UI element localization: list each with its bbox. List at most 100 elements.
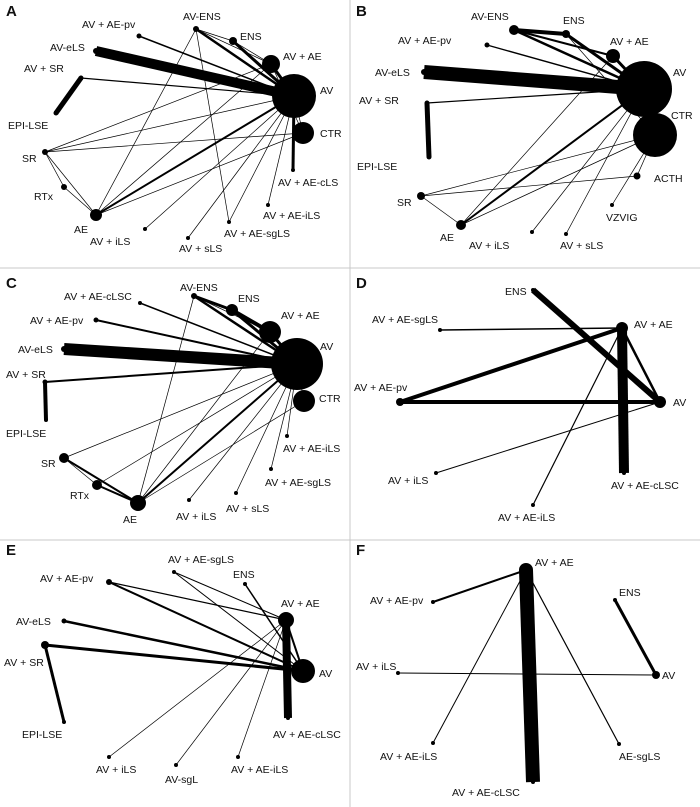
edge-ae-to-avplusae xyxy=(460,55,614,226)
node-rtx xyxy=(61,184,67,190)
node-avplusae-clsc xyxy=(622,471,626,475)
node-label-avplusae: AV + AE xyxy=(535,557,574,569)
node-rtx xyxy=(92,480,102,490)
node-label-av: AV xyxy=(673,67,686,79)
edge-ens-to-av xyxy=(244,583,304,672)
node-label-avplussls: AV + sLS xyxy=(560,240,603,252)
edge-avplusae-to-avplusae-ils xyxy=(432,569,527,744)
node-label-avplusils: AV + iLS xyxy=(176,511,216,523)
node-label-avplusils: AV + iLS xyxy=(469,240,509,252)
node-avplussls xyxy=(564,232,568,236)
edge-av-to-ae xyxy=(137,363,298,504)
node-label-ctr: CTR xyxy=(320,128,342,140)
edge-av-to-ae xyxy=(95,95,295,216)
edge-av-ens-to-avplusae xyxy=(195,28,272,65)
edge-avplusae-sgls-to-avplusae xyxy=(439,327,623,331)
node-av xyxy=(652,671,660,679)
node-label-av: AV xyxy=(320,85,333,97)
node-ens xyxy=(613,598,617,602)
node-label-avplussr: AV + SR xyxy=(4,657,44,669)
edge-avplussr-to-epi-lse xyxy=(43,381,48,421)
node-avplusae-sgls xyxy=(172,570,176,574)
node-label-avplusils: AV + iLS xyxy=(356,661,396,673)
node-ae-sgls xyxy=(617,742,621,746)
edge-av-ens-to-ens xyxy=(193,294,233,312)
edge-avplusae-pv-to-avplusae xyxy=(432,569,527,603)
node-label-avplusae-ils: AV + AE-iLS xyxy=(283,443,340,455)
node-label-avplusils: AV + iLS xyxy=(90,236,130,248)
node-avplusae-clsc xyxy=(531,780,535,784)
node-label-avplusae: AV + AE xyxy=(281,310,320,322)
node-label-avplusae-sgls: AV + AE-sgLS xyxy=(372,314,438,326)
edge-avplusae-sgls-to-avplusae xyxy=(173,571,287,621)
node-av-els xyxy=(61,618,67,624)
edges xyxy=(43,571,304,766)
node-ae xyxy=(130,495,146,511)
edge-avplussr-to-av xyxy=(426,88,645,104)
node-label-avplusae-ils: AV + AE-iLS xyxy=(263,210,320,222)
edge-sr-to-ae xyxy=(63,457,139,504)
edge-ae-to-avplusae xyxy=(137,331,271,504)
node-ctr xyxy=(293,390,315,412)
node-av-sgl xyxy=(174,763,178,767)
edge-av-els-to-av xyxy=(423,65,645,96)
node-label-avplusae: AV + AE xyxy=(610,36,649,48)
node-vzvig xyxy=(610,203,614,207)
node-av-ens xyxy=(509,25,519,35)
node-label-av: AV xyxy=(319,668,332,680)
node-label-av-ens: AV-ENS xyxy=(180,282,218,294)
node-label-sr: SR xyxy=(41,458,56,470)
node-label-avplussr: AV + SR xyxy=(24,63,64,75)
edge-avplusae-clsc-to-av xyxy=(139,302,298,365)
node-label-avplusae-clsc: AV + AE-cLSC xyxy=(273,729,341,741)
edge-av-to-sr xyxy=(44,95,295,153)
node-label-av-els: AV-eLS xyxy=(50,42,85,54)
edge-sr-to-ctr xyxy=(420,134,656,197)
node-label-av-els: AV-eLS xyxy=(18,344,53,356)
node-label-avplusils: AV + iLS xyxy=(388,475,428,487)
edge-ctr-to-ae xyxy=(460,134,656,226)
node-label-ens: ENS xyxy=(240,31,262,43)
node-label-avplusae: AV + AE xyxy=(283,51,322,63)
edge-av-sgl-to-avplusae xyxy=(175,619,287,766)
node-avplusae-pv xyxy=(93,317,99,323)
node-label-avplussr: AV + SR xyxy=(6,369,46,381)
node-avplusae xyxy=(519,563,533,577)
edge-avplusae-pv-to-av xyxy=(108,581,304,672)
edge-avplusae-pv-to-av xyxy=(95,319,298,365)
edge-rtx-to-ae xyxy=(63,186,97,216)
edge-av-to-avplusils xyxy=(435,401,661,474)
edge-avplusils-to-avplusae xyxy=(108,619,287,758)
edges xyxy=(397,569,658,783)
edge-av-to-avplusils xyxy=(144,95,295,230)
node-ae xyxy=(90,209,102,221)
node-avplusae-pv xyxy=(106,579,112,585)
node-label-avplusae-clsc: AV + AE-cLSC xyxy=(452,787,520,799)
edge-sr-to-ae xyxy=(44,151,97,216)
node-sr xyxy=(59,453,69,463)
node-label-epi-lse: EPI-LSE xyxy=(6,428,46,440)
node-avplusae xyxy=(278,612,294,628)
edge-avplussr-to-epi-lse xyxy=(53,76,84,115)
node-epi-lse xyxy=(44,418,48,422)
node-label-avplusae-ils: AV + AE-iLS xyxy=(498,512,555,524)
node-label-ens: ENS xyxy=(238,293,260,305)
node-avplussr xyxy=(42,379,48,385)
node-av-els xyxy=(93,48,99,54)
edge-av-els-to-av xyxy=(63,343,298,370)
node-avplusae-ils xyxy=(531,503,535,507)
node-label-avplusils: AV + iLS xyxy=(96,764,136,776)
node-label-avplusae-ils: AV + AE-iLS xyxy=(380,751,437,763)
edge-av-to-avplusils xyxy=(531,88,645,233)
node-av-els xyxy=(61,346,67,352)
node-label-avplusae: AV + AE xyxy=(634,319,673,331)
node-av xyxy=(654,396,666,408)
node-avplusae-ils xyxy=(236,755,240,759)
node-label-sr: SR xyxy=(22,153,37,165)
node-avplusae-pv xyxy=(396,398,404,406)
